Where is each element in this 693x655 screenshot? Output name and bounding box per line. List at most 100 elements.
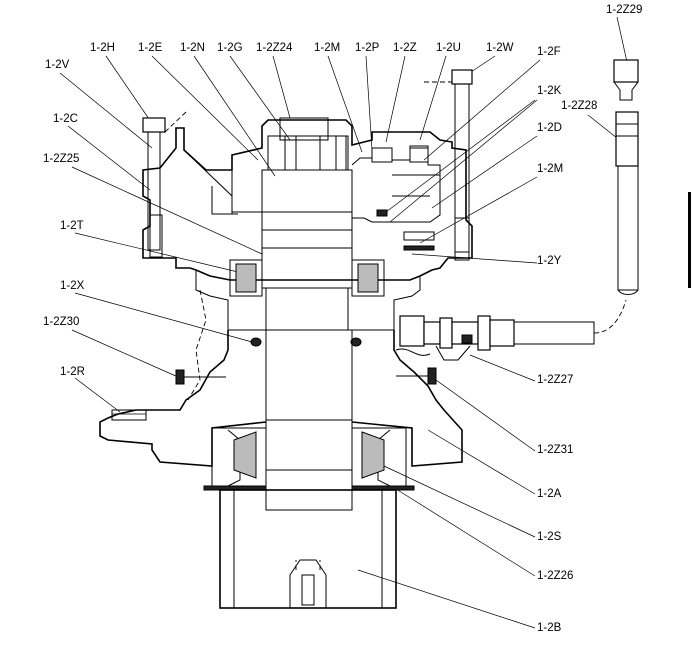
label-1-2N: 1-2N (180, 42, 205, 54)
drive-hub (219, 489, 397, 609)
leader-lines (59, 16, 628, 629)
leader-1-2S (383, 465, 536, 538)
label-1-2Z24: 1-2Z24 (256, 42, 293, 54)
upper-bearings (229, 259, 385, 347)
hose-grease-nipple (461, 334, 473, 344)
label-1-2U: 1-2U (436, 42, 461, 54)
lower-housing-left (99, 330, 267, 467)
label-1-2C: 1-2C (53, 113, 78, 125)
vertical-hose-fitting (613, 59, 639, 295)
label-1-2F: 1-2F (537, 46, 561, 58)
lower-bearing-assembly (203, 427, 415, 491)
right-bolt-nut (454, 217, 470, 261)
left-grease-fitting (175, 369, 185, 385)
vertical-fitting-nut (613, 59, 639, 83)
label-1-2T: 1-2T (60, 220, 84, 232)
left-upper-bearing-roller (235, 263, 257, 293)
hose-continuation (593, 299, 627, 334)
label-1-2S: 1-2S (537, 531, 562, 543)
leader-1-2U (419, 55, 447, 141)
left-roller (233, 431, 257, 479)
label-1-2H: 1-2H (90, 42, 115, 54)
motor-rotor-block (261, 169, 353, 213)
part-labels: 1-2Z29 1-2H 1-2E 1-2N 1-2G 1-2Z24 1-2M 1… (43, 4, 642, 634)
label-1-2D: 1-2D (537, 122, 562, 134)
vertical-fitting-neck (613, 81, 639, 101)
label-1-2Y: 1-2Y (537, 255, 562, 267)
left-bolt-shank (147, 131, 161, 251)
leader-1-2Z27 (469, 354, 536, 382)
vertical-hose-crimp (615, 111, 639, 167)
top-cap (279, 117, 329, 141)
leader-1-2B (357, 569, 536, 629)
right-bolt-shank (454, 83, 470, 253)
left-bolt-head (142, 117, 166, 133)
label-1-2Z25: 1-2Z25 (43, 153, 79, 165)
leader-1-2V (59, 72, 153, 149)
hydraulic-hose-assembly (395, 299, 627, 361)
label-1-2R: 1-2R (60, 366, 85, 378)
leader-1-2A (427, 429, 536, 495)
leader-1-2D (431, 135, 538, 209)
label-1-2Z26: 1-2Z26 (537, 570, 573, 582)
valve-port-2 (409, 145, 429, 163)
hose-elbow (399, 315, 425, 347)
right-upper-bearing-roller (357, 263, 379, 293)
motor-top-block (267, 135, 349, 171)
label-1-2X: 1-2X (60, 280, 85, 292)
lower-housing-right (351, 330, 463, 467)
label-1-2Z30: 1-2Z30 (43, 316, 79, 328)
label-1-2M-right: 1-2M (537, 163, 563, 175)
mounting-lug-top (111, 409, 147, 421)
upper-housing (142, 69, 473, 331)
label-1-2B: 1-2B (537, 622, 562, 634)
leader-1-2G (229, 55, 291, 141)
valve-pin (376, 209, 388, 217)
left-web (183, 149, 233, 214)
leader-1-2Z26 (395, 488, 536, 577)
hose-tee (435, 345, 471, 361)
leader-1-2Z30 (71, 329, 179, 378)
right-upper-bearing (351, 259, 385, 297)
right-seal (403, 245, 435, 251)
housing-inner-left (231, 170, 262, 213)
leader-1-2Z29 (616, 16, 628, 63)
label-1-2K: 1-2K (537, 85, 562, 97)
housing-outline (142, 119, 473, 281)
leader-1-2C (67, 125, 151, 191)
central-shaft (265, 329, 353, 511)
leader-1-2E (151, 55, 259, 161)
leader-1-2H (105, 55, 152, 123)
right-bolt-head (451, 69, 473, 85)
label-1-2E: 1-2E (138, 42, 163, 54)
leader-1-2X (74, 292, 253, 343)
hidden-outline (187, 289, 207, 401)
leader-1-2M-top (327, 55, 363, 153)
drive-hub-body (219, 489, 397, 609)
label-1-2V: 1-2V (45, 59, 70, 71)
label-1-2Z27: 1-2Z27 (537, 374, 573, 386)
vertical-hose-tube (617, 165, 639, 291)
leader-1-2Z24 (272, 55, 291, 119)
right-oring (350, 337, 362, 347)
label-1-2Z28: 1-2Z28 (561, 100, 597, 112)
left-oring (250, 337, 262, 347)
leader-1-2N (193, 55, 276, 177)
shaft-middle-block (261, 247, 353, 289)
left-bolt-dash (164, 111, 187, 133)
hub-key (301, 574, 315, 606)
shaft-lower-block (265, 287, 349, 331)
hose-break-line (395, 348, 431, 356)
hub-key-hidden (295, 560, 321, 570)
leader-1-2K-a (381, 99, 536, 216)
label-1-2Z: 1-2Z (393, 42, 417, 54)
leader-1-2Z31 (435, 379, 536, 452)
leader-1-2M-right (419, 176, 538, 244)
leader-1-2P (365, 55, 373, 151)
leader-1-2Z (385, 55, 406, 143)
label-1-2G: 1-2G (217, 42, 243, 54)
right-spacer (403, 231, 435, 241)
leader-1-2K-b (389, 99, 538, 223)
lower-housing (99, 289, 463, 467)
